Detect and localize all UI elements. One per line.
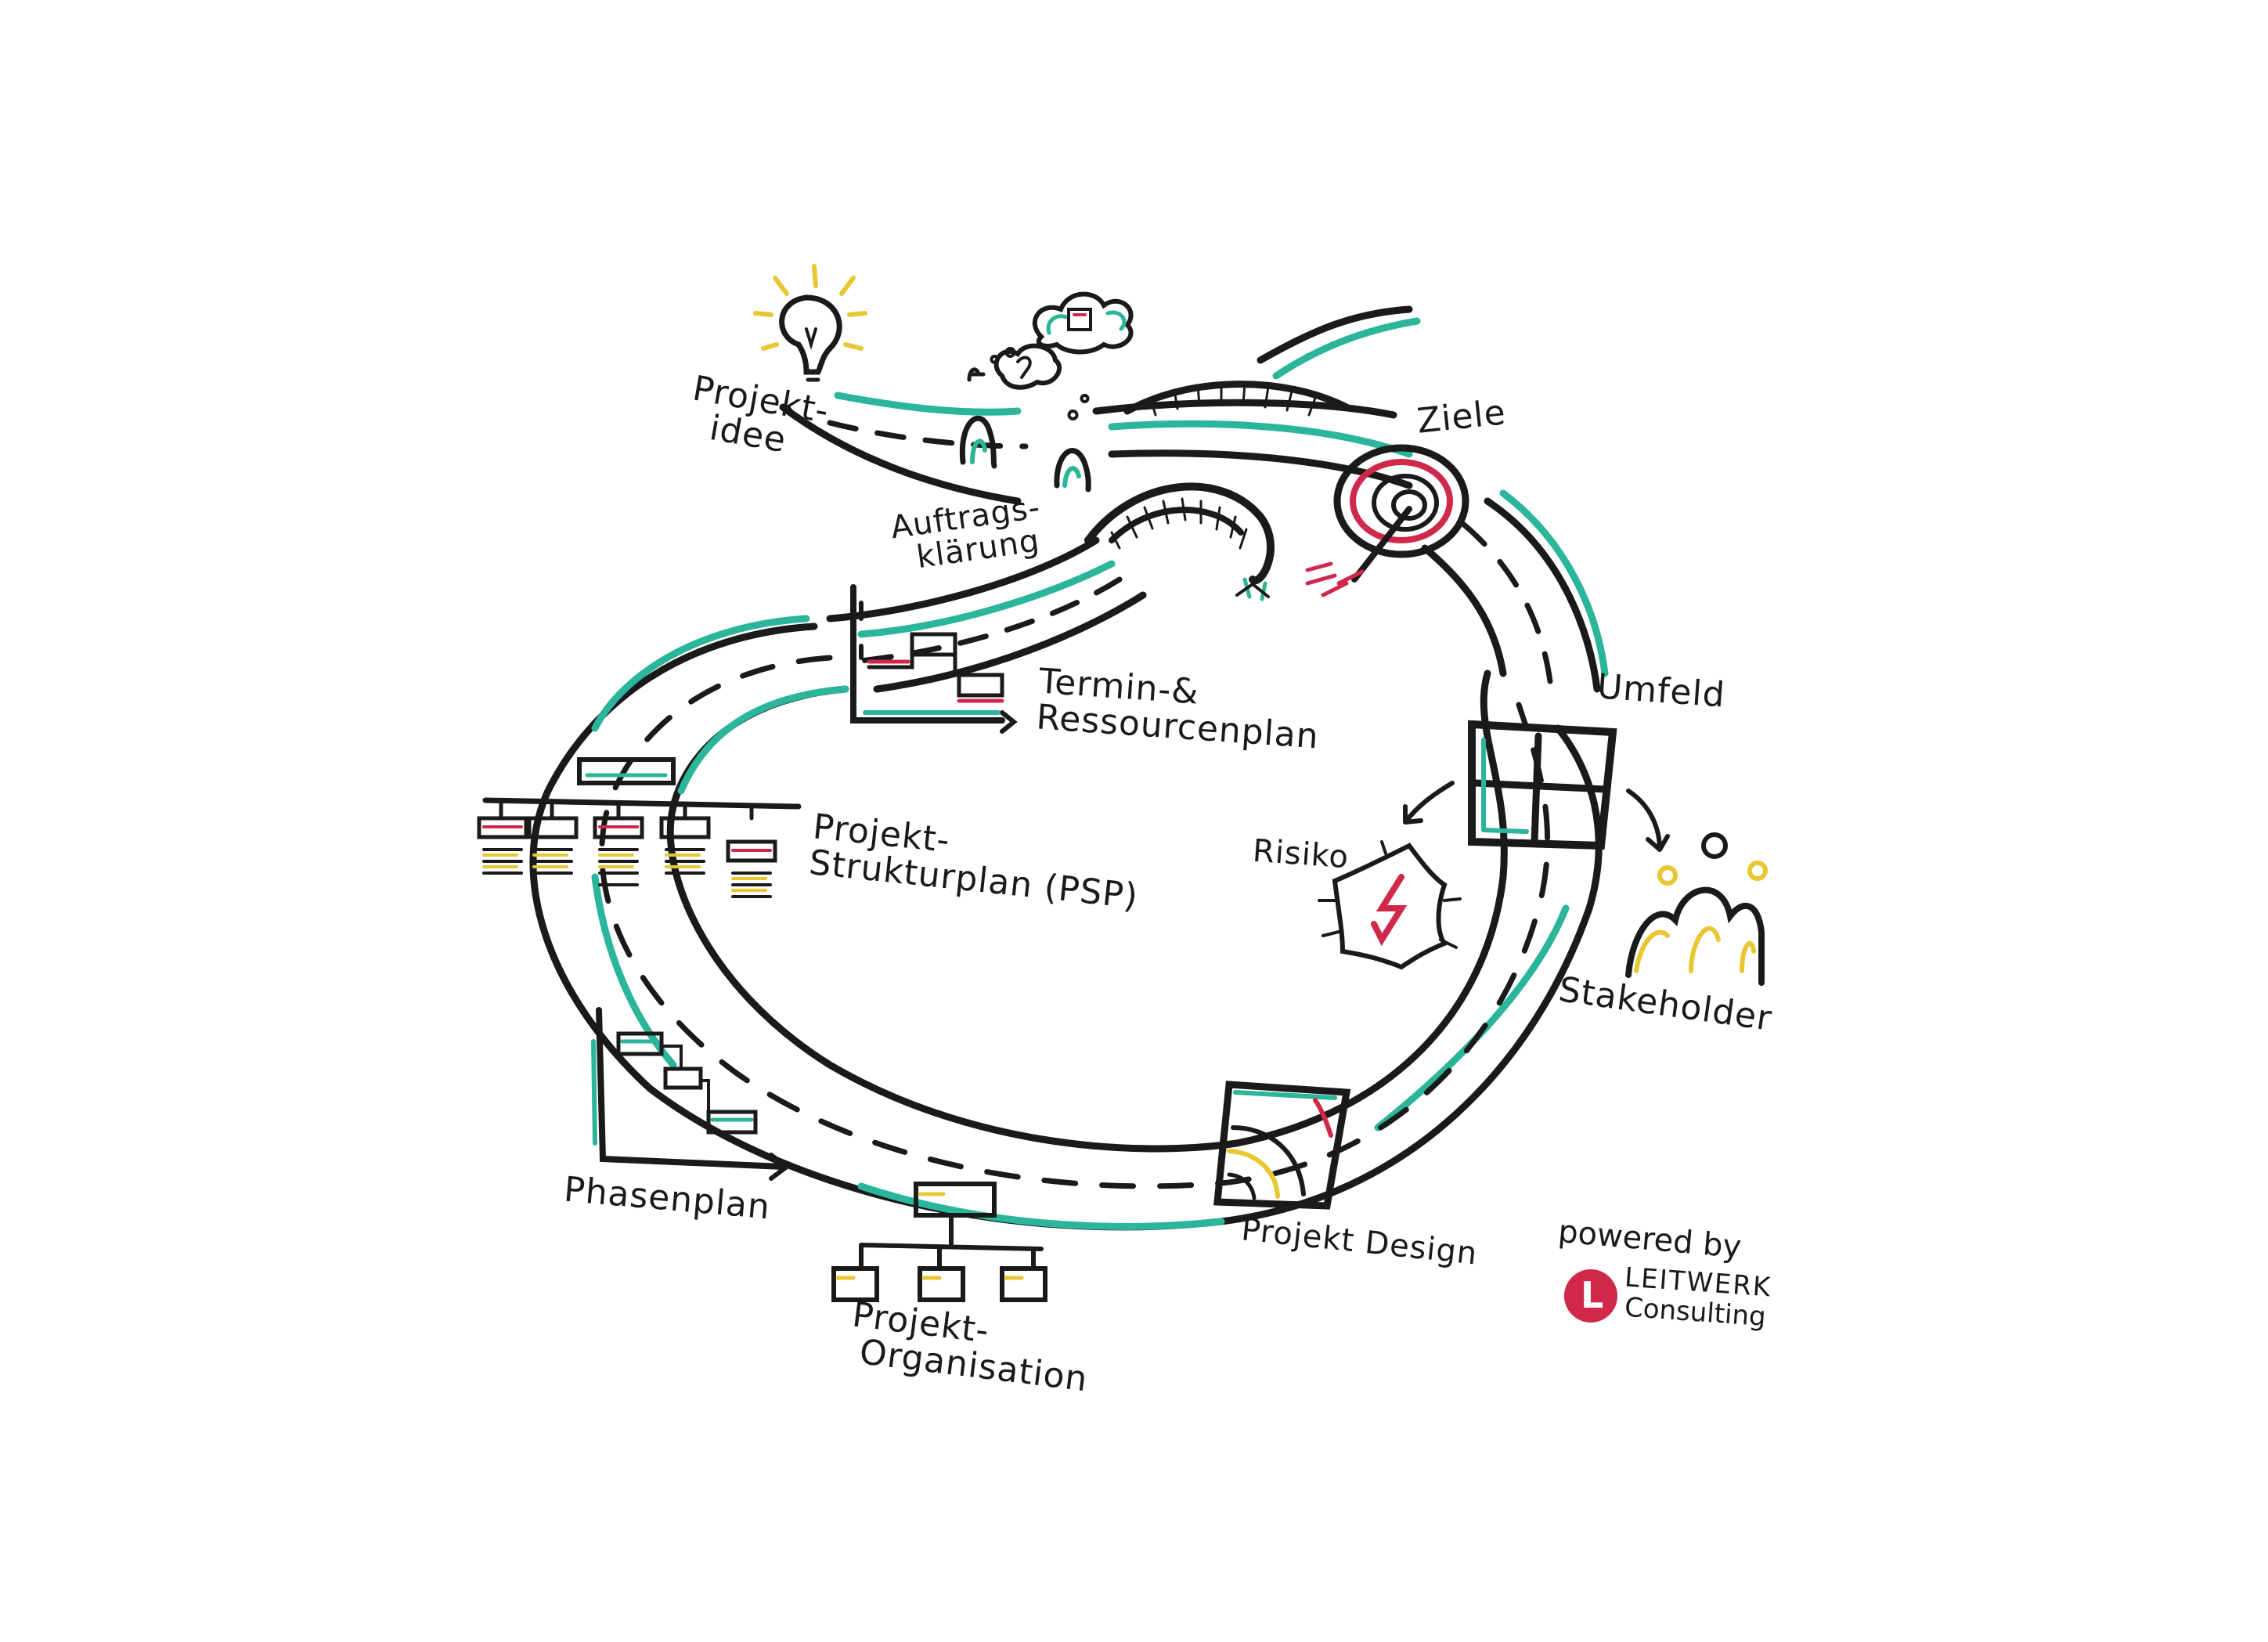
wbs-leaf-5	[726, 839, 777, 898]
label-umfeld: Umfeld	[1596, 666, 1727, 716]
risk-lightning-icon	[1318, 840, 1462, 970]
road-ramp-teal	[1272, 317, 1421, 380]
road-ramp-outer	[1257, 305, 1413, 364]
road-right-upper-outer	[1484, 497, 1601, 693]
road-inner-teal	[677, 685, 849, 795]
gantt-chart-icon	[850, 584, 1018, 734]
road-top-right-inner	[1108, 449, 1413, 489]
target-icon	[1235, 444, 1469, 601]
road-top-left-teal	[834, 392, 1022, 416]
wbs-leaf-1	[477, 816, 528, 875]
road-outer-teal-d	[1374, 904, 1570, 1131]
label-risiko: Risiko	[1251, 832, 1350, 876]
label-ziele: Ziele	[1415, 392, 1509, 442]
window-grid-icon	[1403, 720, 1670, 852]
thought-cloud-icon	[993, 291, 1134, 390]
top-bridge-hatch	[1149, 382, 1317, 417]
road-outer-teal	[591, 615, 810, 732]
lightbulb-icon	[753, 264, 867, 382]
road-top-right-teal	[1108, 420, 1413, 458]
leitwerk-logo-letter: L	[1581, 1274, 1604, 1316]
road-arch-left-teal	[857, 560, 1116, 638]
bridge-arch-outer	[1084, 482, 1275, 585]
road-outer-teal-c	[857, 1182, 1225, 1230]
phase-plan-icon	[591, 1007, 791, 1181]
wbs-tree-icon	[477, 757, 802, 898]
wbs-leaf-4	[659, 816, 711, 875]
road-arch-left-outer	[826, 536, 1100, 623]
road-right-upper-inner	[1421, 544, 1507, 677]
wbs-leaf-2	[527, 816, 579, 875]
road-arch-left-dash	[850, 576, 1123, 665]
bridge-arch-inner	[1109, 507, 1244, 543]
road-top-left-dash	[827, 420, 1029, 449]
design-canvas-icon	[1213, 1081, 1351, 1210]
leitwerk-logo-icon	[1564, 1269, 1617, 1323]
road-arch-left-inner	[873, 591, 1147, 693]
stakeholder-people-icon	[1625, 832, 1768, 986]
road-top-left-outer	[779, 403, 1022, 505]
road-right-upper-dash	[1461, 521, 1553, 684]
top-bridge	[1123, 381, 1350, 415]
bridge-arch-hatch	[1110, 497, 1248, 550]
wbs-leaf-3	[593, 816, 644, 886]
road-right-upper-teal	[1499, 489, 1609, 677]
org-chart-icon	[831, 1182, 1047, 1302]
